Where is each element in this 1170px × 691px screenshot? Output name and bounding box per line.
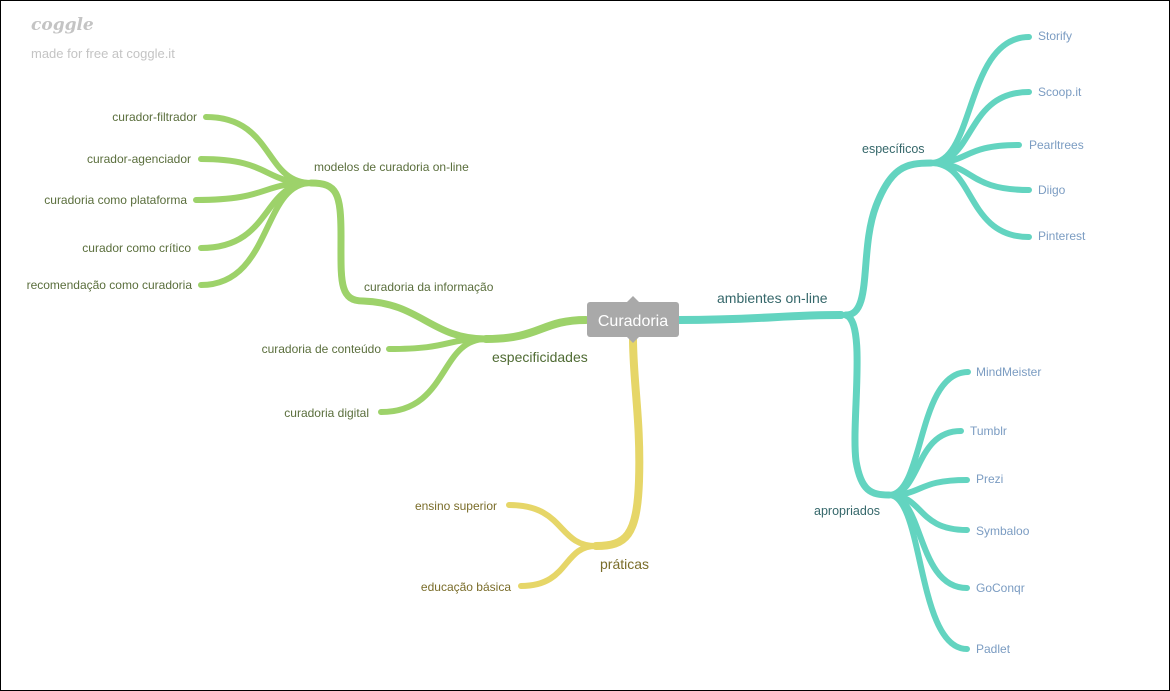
edge-modelos-leaf [198,180,314,288]
node-ambientes[interactable]: ambientes on-line [717,290,828,306]
node-leaf[interactable]: Padlet [976,642,1011,656]
edge-especificos-leaf [928,142,1022,166]
node-leaf[interactable]: MindMeister [976,365,1041,379]
node-leaf[interactable]: GoConqr [976,581,1025,595]
node-apropriados[interactable]: apropriados [814,504,880,518]
node-leaf[interactable]: recomendação como curadoria [27,278,193,292]
node-leaf[interactable]: curador como crítico [82,241,191,255]
root-label: Curadoria [598,313,668,330]
edge-especificidades [482,316,590,343]
node-curadoria-conteudo[interactable]: curadoria de conteúdo [262,342,382,356]
node-leaf[interactable]: Tumblr [970,424,1007,438]
edge-apropriados-leaf [886,492,970,591]
node-leaf[interactable]: Pearltrees [1029,138,1084,152]
node-leaf[interactable]: Prezi [976,472,1003,486]
node-leaf[interactable]: Diigo [1038,183,1066,197]
node-praticas[interactable]: práticas [600,556,649,572]
node-especificidades[interactable]: especificidades [492,349,588,365]
node-leaf[interactable]: Storify [1038,29,1072,43]
node-modelos[interactable]: modelos de curadoria on-line [314,160,469,174]
node-curadoria-digital[interactable]: curadoria digital [284,406,369,420]
node-leaf[interactable]: ensino superior [415,499,497,513]
edge-modelos-leaf [203,114,314,186]
edge-curadoria-digital [378,336,489,415]
edge-modelos-leaf [198,156,314,186]
root-node[interactable]: Curadoria [587,296,679,343]
edge-especificos-leaf [928,160,1032,240]
edge-especificos [842,159,935,319]
edge-apropriados [842,311,893,499]
edge-praticas [592,334,644,550]
edge-praticas-leaf [506,502,599,549]
node-especificos[interactable]: específicos [862,142,925,156]
node-leaf[interactable]: curador-filtrador [112,110,197,124]
node-leaf[interactable]: Symbaloo [976,524,1030,538]
credit-text[interactable]: made for free at coggle.it [31,46,175,61]
node-leaf[interactable]: curador-agenciador [87,152,191,166]
node-leaf[interactable]: Scoop.it [1038,85,1082,99]
node-leaf[interactable]: Pinterest [1038,229,1086,243]
node-leaf[interactable]: curadoria como plataforma [44,193,187,207]
coggle-logo: coggle [31,15,94,35]
edge-curadoria-informacao [307,179,490,343]
node-leaf[interactable]: educação básica [421,580,511,594]
edge-praticas-leaf [518,543,599,589]
edge-apropriados-leaf [886,492,970,652]
edge-ambientes [675,311,845,324]
node-curadoria-informacao[interactable]: curadoria da informação [364,280,494,294]
